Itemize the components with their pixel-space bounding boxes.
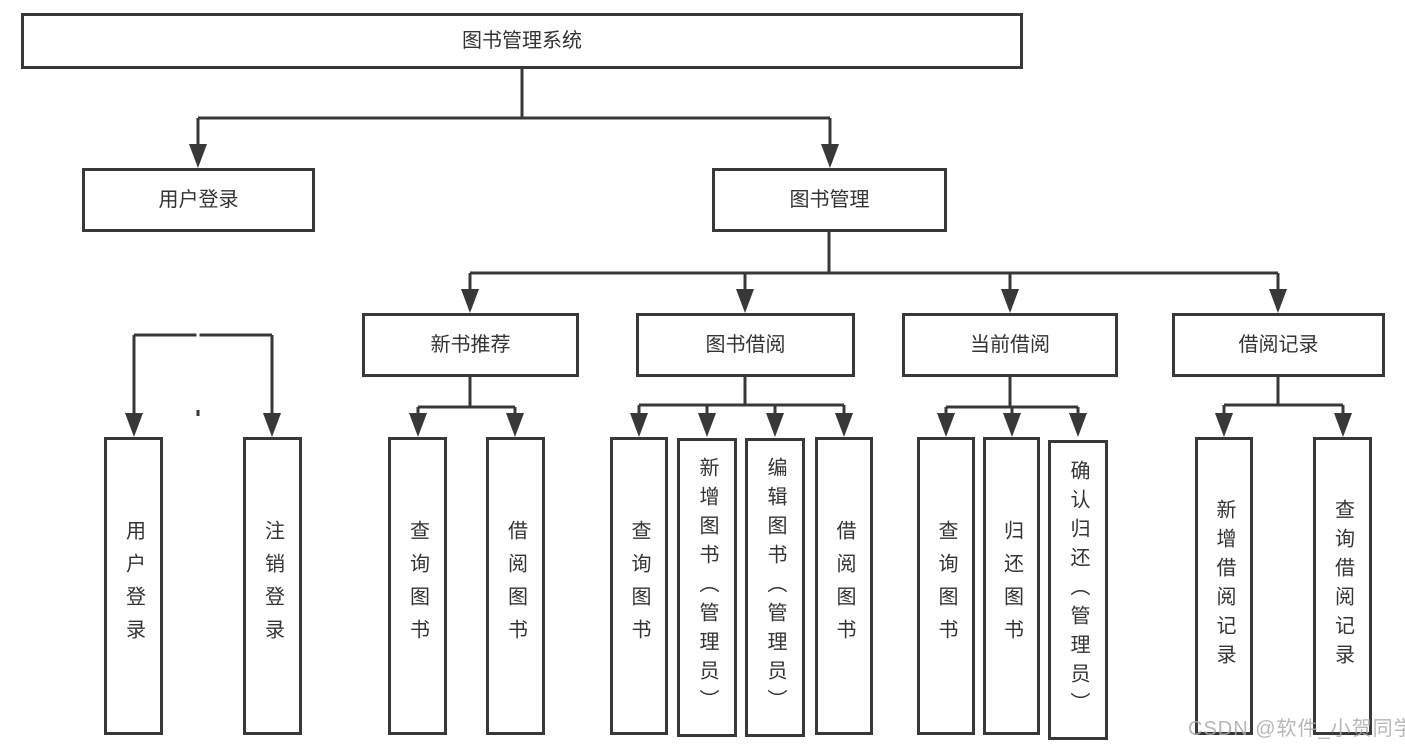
leaf-user-login: 用户登录 xyxy=(104,437,163,735)
leaf-borrow-query-books: 查询图书 xyxy=(610,437,668,735)
node-library-system-label: 图书管理系统 xyxy=(462,30,582,52)
leaf-current-query-books-label: 查询图书 xyxy=(935,520,957,652)
leaf-edit-books-admin-label: 编辑图书（管理员） xyxy=(764,457,786,718)
leaf-borrow-books-label: 借阅图书 xyxy=(833,520,855,652)
node-new-book-recommend-label: 新书推荐 xyxy=(430,334,511,356)
node-book-borrow: 图书借阅 xyxy=(636,313,855,377)
leaf-current-query-books: 查询图书 xyxy=(917,437,975,735)
node-current-borrow-label: 当前借阅 xyxy=(970,334,1050,356)
node-user-login-label: 用户登录 xyxy=(158,189,239,211)
leaf-query-borrow-record: 查询借阅记录 xyxy=(1313,437,1372,735)
leaf-return-books-label: 归还图书 xyxy=(1000,520,1023,652)
leaf-confirm-return-admin: 确认归还（管理员） xyxy=(1048,440,1108,740)
leaf-recommend-query-books: 查询图书 xyxy=(388,437,447,735)
node-user-login: 用户登录 xyxy=(82,168,315,232)
node-book-management: 图书管理 xyxy=(712,168,947,232)
node-library-system: 图书管理系统 xyxy=(21,13,1023,69)
leaf-logout: 注销登录 xyxy=(243,437,302,735)
leaf-confirm-return-admin-label: 确认归还（管理员） xyxy=(1067,459,1089,721)
leaf-borrow-books: 借阅图书 xyxy=(815,437,873,735)
leaf-edit-books-admin: 编辑图书（管理员） xyxy=(745,438,805,737)
leaf-add-borrow-record: 新增借阅记录 xyxy=(1195,437,1253,735)
node-borrow-records: 借阅记录 xyxy=(1172,313,1385,377)
node-book-borrow-label: 图书借阅 xyxy=(705,334,786,356)
node-borrow-records-label: 借阅记录 xyxy=(1238,334,1319,356)
node-current-borrow: 当前借阅 xyxy=(902,313,1118,377)
leaf-add-borrow-record-label: 新增借阅记录 xyxy=(1213,499,1235,673)
leaf-borrow-query-books-label: 查询图书 xyxy=(628,520,650,652)
leaf-return-books: 归还图书 xyxy=(983,437,1040,735)
leaf-query-borrow-record-label: 查询借阅记录 xyxy=(1331,499,1354,673)
leaf-recommend-query-books-label: 查询图书 xyxy=(406,520,429,652)
leaf-logout-label: 注销登录 xyxy=(261,520,284,652)
leaf-recommend-borrow-books: 借阅图书 xyxy=(486,437,545,735)
node-new-book-recommend: 新书推荐 xyxy=(362,313,579,377)
leaf-add-books-admin-label: 新增图书（管理员） xyxy=(696,457,718,718)
leaf-user-login-label: 用户登录 xyxy=(122,520,145,652)
leaf-add-books-admin: 新增图书（管理员） xyxy=(677,438,737,737)
csdn-watermark: CSDN @软件_小贺同学 xyxy=(1188,718,1405,740)
node-book-management-label: 图书管理 xyxy=(789,189,870,211)
leaf-recommend-borrow-books-label: 借阅图书 xyxy=(504,520,527,652)
